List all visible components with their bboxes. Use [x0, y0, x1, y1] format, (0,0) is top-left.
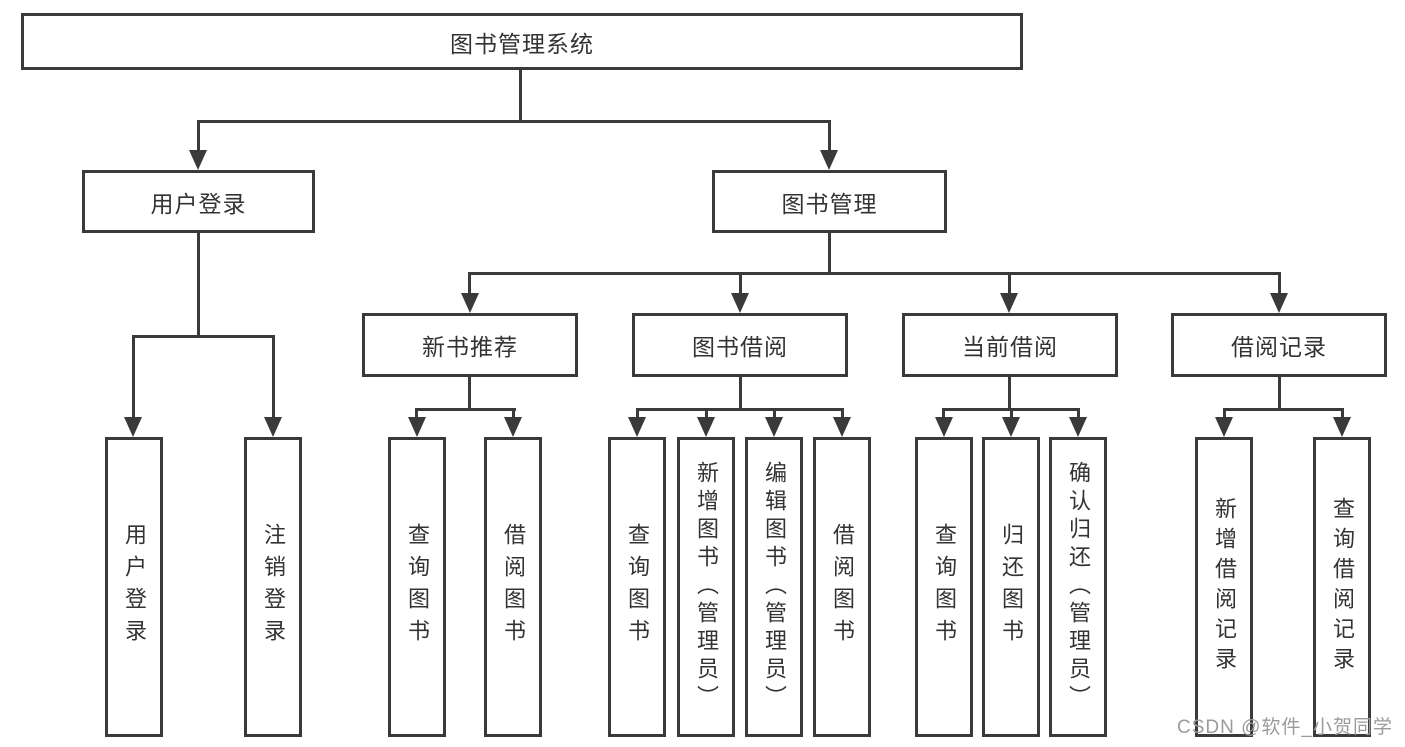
connector-line — [415, 408, 516, 411]
connector-line — [415, 408, 418, 419]
leaf-br-add-record: 新增借阅记录 — [1195, 437, 1253, 737]
arrow-down-icon — [697, 417, 715, 437]
leaf-label: 借阅图书 — [501, 523, 526, 651]
connector-line — [705, 408, 708, 419]
leaf-label: 归还图书 — [999, 523, 1024, 651]
arrow-down-icon — [765, 417, 783, 437]
connector-line — [1223, 408, 1226, 419]
leaf-label: 借阅图书 — [830, 523, 855, 651]
arrow-down-icon — [1000, 293, 1018, 313]
node-label: 当前借阅 — [962, 334, 1058, 360]
node-label: 图书管理系统 — [450, 30, 594, 57]
arrow-down-icon — [504, 417, 522, 437]
leaf-user-login: 用户登录 — [105, 437, 163, 737]
leaf-cb-query-books: 查询图书 — [915, 437, 973, 737]
arrow-down-icon — [1069, 417, 1087, 437]
node-label: 借阅记录 — [1231, 334, 1327, 360]
arrow-down-icon — [461, 293, 479, 313]
leaf-br-query-record: 查询借阅记录 — [1313, 437, 1371, 737]
node-root-system: 图书管理系统 — [21, 13, 1023, 70]
connector-line — [828, 120, 831, 152]
arrow-down-icon — [833, 417, 851, 437]
connector-line — [272, 335, 275, 419]
leaf-cb-return-books: 归还图书 — [982, 437, 1040, 737]
arrow-down-icon — [935, 417, 953, 437]
connector-line — [468, 377, 471, 411]
arrow-down-icon — [1002, 417, 1020, 437]
leaf-nb-query-books: 查询图书 — [388, 437, 446, 737]
arrow-down-icon — [408, 417, 426, 437]
node-label: 新书推荐 — [422, 334, 518, 360]
leaf-nb-borrow-books: 借阅图书 — [484, 437, 542, 737]
connector-line — [1278, 272, 1281, 295]
node-label: 图书借阅 — [692, 334, 788, 360]
node-borrow-records: 借阅记录 — [1171, 313, 1387, 377]
connector-line — [1010, 408, 1013, 419]
node-book-management: 图书管理 — [712, 170, 947, 233]
connector-line — [942, 408, 945, 419]
connector-line — [1223, 408, 1344, 411]
arrow-down-icon — [1333, 417, 1351, 437]
leaf-bb-query-books: 查询图书 — [608, 437, 666, 737]
arrow-down-icon — [820, 150, 838, 170]
csdn-watermark: CSDN @软件_小贺同学 — [1177, 717, 1393, 738]
node-new-book-recommend: 新书推荐 — [362, 313, 578, 377]
connector-line — [1341, 408, 1344, 419]
connector-line — [512, 408, 515, 419]
connector-line — [828, 233, 831, 275]
connector-line — [132, 335, 135, 419]
arrow-down-icon — [731, 293, 749, 313]
connector-line — [636, 408, 639, 419]
leaf-label: 查询图书 — [405, 523, 430, 651]
connector-line — [739, 272, 742, 295]
leaf-label: 查询图书 — [932, 523, 957, 651]
leaf-cb-confirm-return-admin: 确认归还（管理员） — [1049, 437, 1107, 737]
leaf-label: 新增图书（管理员） — [694, 461, 719, 713]
connector-line — [197, 233, 200, 338]
arrow-down-icon — [1215, 417, 1233, 437]
leaf-label: 新增借阅记录 — [1212, 497, 1237, 677]
connector-line — [773, 408, 776, 419]
connector-line — [1077, 408, 1080, 419]
leaf-label: 编辑图书（管理员） — [762, 461, 787, 713]
arrow-down-icon — [124, 417, 142, 437]
connector-line — [1008, 272, 1011, 295]
node-label: 用户登录 — [150, 190, 247, 217]
connector-line — [468, 272, 1281, 275]
arrow-down-icon — [1270, 293, 1288, 313]
arrow-down-icon — [189, 150, 207, 170]
node-label: 图书管理 — [781, 190, 878, 217]
leaf-label: 查询图书 — [625, 523, 650, 651]
leaf-label: 查询借阅记录 — [1330, 497, 1355, 677]
connector-line — [636, 408, 844, 411]
connector-line — [132, 335, 275, 338]
node-user-login: 用户登录 — [82, 170, 315, 233]
connector-line — [739, 377, 742, 411]
leaf-bb-add-books-admin: 新增图书（管理员） — [677, 437, 735, 737]
connector-line — [841, 408, 844, 419]
connector-line — [519, 70, 522, 120]
arrow-down-icon — [264, 417, 282, 437]
connector-line — [1008, 377, 1011, 411]
arrow-down-icon — [628, 417, 646, 437]
node-current-borrow: 当前借阅 — [902, 313, 1118, 377]
leaf-label: 确认归还（管理员） — [1066, 461, 1091, 713]
connector-line — [468, 272, 471, 295]
connector-line — [1278, 377, 1281, 411]
connector-line — [197, 120, 831, 123]
leaf-label: 用户登录 — [122, 523, 147, 651]
connector-line — [197, 120, 200, 152]
leaf-logout: 注销登录 — [244, 437, 302, 737]
leaf-bb-edit-books-admin: 编辑图书（管理员） — [745, 437, 803, 737]
leaf-label: 注销登录 — [261, 523, 286, 651]
node-book-borrow: 图书借阅 — [632, 313, 848, 377]
leaf-bb-borrow-books: 借阅图书 — [813, 437, 871, 737]
